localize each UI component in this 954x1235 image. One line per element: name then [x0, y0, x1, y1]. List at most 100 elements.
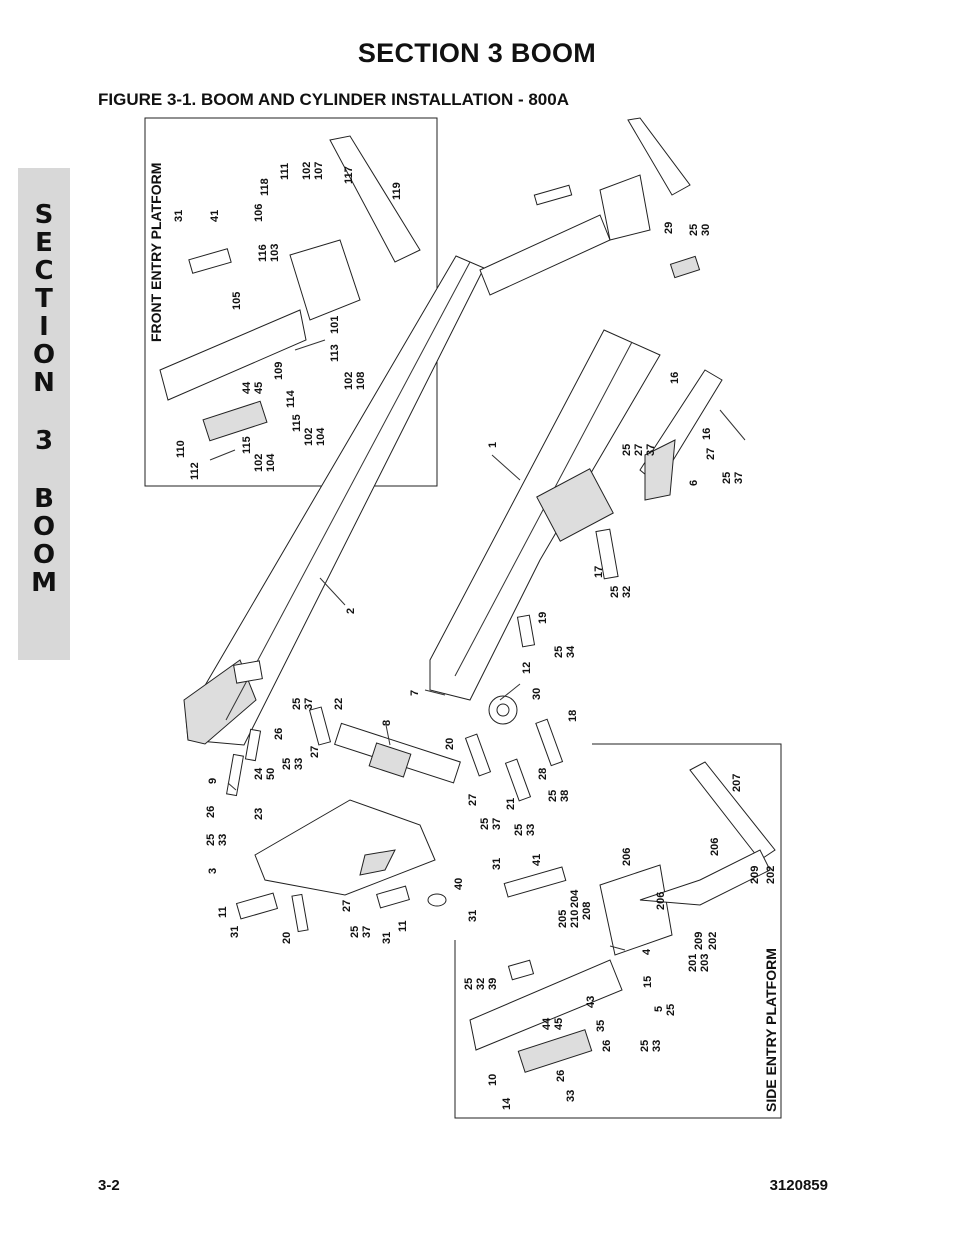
callout: 25 — [547, 790, 559, 802]
tab-letter: B — [34, 484, 54, 514]
leader-lines — [227, 454, 626, 951]
callout: 39 — [487, 978, 499, 990]
callout: 37 — [491, 818, 503, 830]
callout: 50 — [265, 768, 277, 780]
callout: 32 — [475, 978, 487, 990]
callout: 105 — [231, 292, 243, 310]
callout: 23 — [253, 808, 265, 820]
callout: 104 — [265, 453, 277, 472]
callout: 21 — [505, 798, 517, 810]
callout: 206 — [655, 892, 667, 910]
side-entry-platform-title: SIDE ENTRY PLATFORM — [763, 948, 779, 1112]
callout: 102 — [303, 428, 315, 446]
callout: 44 — [241, 381, 253, 394]
callout: 114 — [285, 389, 297, 408]
callout: 31 — [173, 210, 185, 222]
callout: 102 — [301, 162, 313, 180]
callout: 102 — [253, 454, 265, 472]
platform-support-arms — [479, 117, 701, 296]
figure-title: FIGURE 3-1. BOOM AND CYLINDER INSTALLATI… — [98, 90, 569, 109]
callout: 16 — [701, 428, 713, 440]
callout: 207 — [731, 774, 743, 792]
lift-cylinder — [334, 722, 461, 784]
callout: 24 — [253, 767, 265, 780]
callout: 113 — [329, 344, 341, 362]
page-number: 3-2 — [98, 1177, 120, 1194]
callout: 41 — [531, 854, 543, 866]
lower-boom — [429, 329, 661, 725]
tab-letter: E — [35, 228, 53, 258]
callout: 119 — [391, 182, 403, 200]
callout: 205 — [557, 910, 569, 928]
callout: 25 — [553, 646, 565, 658]
callout: 38 — [559, 790, 571, 802]
callout: 41 — [209, 210, 221, 222]
callout: 27 — [633, 444, 645, 456]
callout: 206 — [709, 838, 721, 856]
callout: 33 — [217, 834, 229, 846]
callout: 20 — [444, 738, 456, 750]
pins — [226, 528, 619, 933]
callout: 101 — [329, 316, 341, 334]
callout: 5 — [653, 1006, 665, 1012]
callout: 30 — [700, 224, 712, 236]
callout: 210 — [569, 910, 581, 928]
callout: 202 — [707, 932, 719, 950]
callout: 104 — [315, 427, 327, 446]
callout: 25 — [291, 698, 303, 710]
callout: 33 — [293, 758, 305, 770]
callout: 111 — [279, 163, 291, 180]
callout: 7 — [409, 690, 421, 696]
callout: 201 — [687, 954, 699, 972]
tab-letter: C — [34, 256, 54, 286]
callout: 26 — [273, 728, 285, 740]
tab-letter: O — [32, 540, 56, 570]
callout: 6 — [688, 480, 700, 486]
callout: 19 — [537, 612, 549, 624]
tab-letter: S — [34, 200, 54, 230]
callout: 33 — [565, 1090, 577, 1102]
callout: 45 — [253, 382, 265, 394]
master-cylinder — [639, 369, 746, 501]
callout: 31 — [467, 910, 479, 922]
callout: 25 — [721, 472, 733, 484]
tab-letter: O — [32, 512, 56, 542]
callout: 40 — [453, 878, 465, 890]
callout: 31 — [381, 932, 393, 944]
callout-labels: 1 2 3 4 6 7 8 9 10 11 11 12 14 15 16 16 … — [173, 162, 777, 1110]
callout: 112 — [189, 462, 201, 480]
callout: 8 — [381, 720, 393, 726]
callout: 103 — [269, 244, 281, 262]
turntable — [235, 799, 447, 920]
callout: 204 — [569, 889, 581, 908]
callout: 9 — [207, 778, 219, 784]
callout: 37 — [733, 472, 745, 484]
callout: 32 — [621, 586, 633, 598]
callout: 28 — [537, 768, 549, 780]
callout: 44 — [541, 1017, 553, 1030]
document-number: 3120859 — [769, 1177, 828, 1194]
callout: 10 — [487, 1074, 499, 1086]
callout: 109 — [273, 362, 285, 380]
section-title: SECTION 3 BOOM — [357, 38, 597, 68]
callout: 108 — [355, 372, 367, 390]
tab-letter: M — [31, 568, 57, 598]
callout: 34 — [565, 645, 577, 658]
callout: 27 — [467, 794, 479, 806]
callout: 43 — [585, 996, 597, 1008]
callout: 203 — [699, 954, 711, 972]
callout: 37 — [645, 444, 657, 456]
callout: 25 — [639, 1040, 651, 1052]
callout: 14 — [501, 1097, 513, 1110]
callout: 45 — [553, 1018, 565, 1030]
callout: 209 — [693, 932, 705, 950]
callout: 17 — [593, 566, 605, 578]
callout: 25 — [281, 758, 293, 770]
tab-letter: N — [33, 368, 55, 398]
tab-letter: O — [32, 340, 56, 370]
callout: 31 — [229, 926, 241, 938]
callout: 22 — [333, 698, 345, 710]
callout: 206 — [621, 848, 633, 866]
callout: 117 — [343, 166, 355, 184]
callout: 25 — [479, 818, 491, 830]
